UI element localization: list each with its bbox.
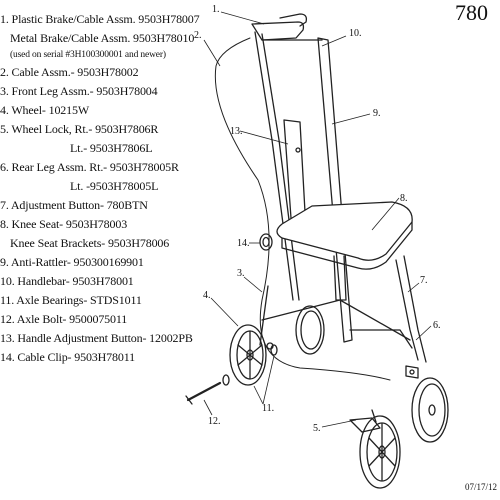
callout-5: 5. [313, 423, 321, 434]
callout-6: 6. [433, 320, 441, 331]
callout-13: 13. [230, 126, 243, 137]
parts-list-item: 9. Anti-Rattler- 950300169901 [0, 255, 144, 269]
front-leg [259, 285, 269, 346]
wheel-front-right [359, 415, 401, 489]
callout-2: 2. [194, 30, 202, 41]
wheel-lock [349, 417, 381, 433]
parts-list-item: 11. Axle Bearings- STDS1011 [0, 293, 142, 307]
model-number: 780 [455, 0, 488, 25]
parts-list-item: (used on serial #3H100300001 and newer) [10, 50, 166, 60]
parts-list-item: Metal Brake/Cable Assm. 9503H78010 [10, 31, 195, 45]
callout-7: 7. [420, 275, 428, 286]
parts-list-item: 8. Knee Seat- 9503H78003 [0, 217, 128, 231]
parts-list-item: 6. Rear Leg Assm. Rt.- 9503H78005R [0, 160, 179, 174]
wheel-rear-left [295, 305, 325, 355]
axle-bearing [222, 374, 230, 386]
callout-12: 12. [208, 416, 221, 427]
lower-frame [261, 299, 411, 341]
callout-10: 10. [349, 28, 362, 39]
parts-list-item: 14. Cable Clip- 9503H78011 [0, 350, 135, 364]
parts-list-item: Lt. -9503H78005L [70, 179, 159, 193]
handlebar-grip [279, 13, 308, 27]
parts-list-item: 3. Front Leg Assm.- 9503H78004 [0, 84, 158, 98]
diagram-date: 07/17/12 [464, 482, 497, 492]
cable-clip [259, 233, 273, 251]
knee-seat-top [276, 201, 413, 261]
callout-4: 4. [203, 290, 211, 301]
callout-11: 11. [262, 403, 274, 414]
parts-list-item: Knee Seat Brackets- 9503H78006 [10, 236, 170, 250]
parts-list-item: 5. Wheel Lock, Rt.- 9503H7806R [0, 122, 159, 136]
callout-14: 14. [237, 238, 250, 249]
parts-list-item: 7. Adjustment Button- 780BTN [0, 198, 148, 212]
rear-leg [395, 259, 419, 361]
rear-upright [317, 37, 353, 343]
wheel-rear-right [411, 377, 449, 443]
callout-9: 9. [373, 108, 381, 119]
parts-list-item: 1. Plastic Brake/Cable Assm. 9503H78007 [0, 12, 200, 26]
handlebar [251, 21, 305, 41]
callout-3: 3. [237, 268, 245, 279]
wheel-front-left [229, 324, 267, 386]
parts-list-item: 2. Cable Assm.- 9503H78002 [0, 65, 139, 79]
parts-list-item: 4. Wheel- 10215W [0, 103, 90, 117]
parts-list-item: 13. Handle Adjustment Button- 12002PB [0, 331, 193, 345]
callout-8: 8. [400, 193, 408, 204]
parts-list-item: Lt.- 9503H7806L [70, 141, 153, 155]
axle-bolt [186, 381, 222, 402]
parts-list-item: 10. Handlebar- 9503H78001 [0, 274, 134, 288]
callout-1: 1. [212, 4, 220, 15]
parts-list-item: 12. Axle Bolt- 9500075011 [0, 312, 128, 326]
